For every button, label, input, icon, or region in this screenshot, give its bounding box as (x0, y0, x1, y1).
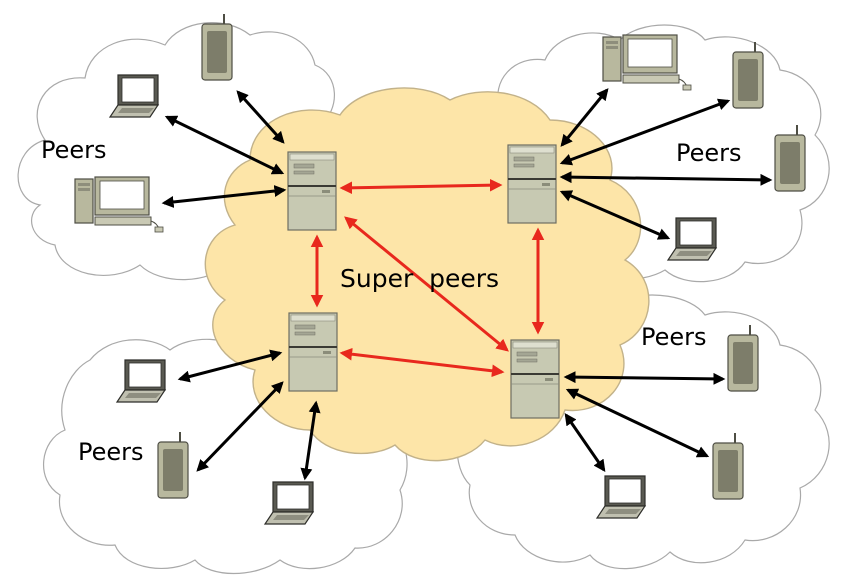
super-link-diagonal (344, 216, 509, 352)
mobile-phone-icon (201, 13, 233, 81)
super-peers-label: Super peers (340, 264, 500, 293)
mobile-phone-icon (157, 431, 189, 499)
super-peer-server-bottom-left (288, 312, 338, 392)
mobile-phone-icon (774, 124, 806, 192)
mobile-phone-icon (727, 324, 759, 392)
super-link-top (339, 178, 503, 195)
peers-label-top-left: Peers (41, 136, 107, 164)
peer-links (161, 88, 773, 481)
peers-label-top-right: Peers (676, 139, 742, 167)
super-peer-server-bottom-right (510, 339, 560, 419)
mobile-phone-icon (712, 432, 744, 500)
super-peer-server-top-left (287, 151, 337, 231)
super-peer-links (310, 178, 545, 378)
peers-label-bottom-left: Peers (78, 438, 144, 466)
super-link-bottom (339, 347, 505, 378)
mobile-phone-icon (732, 41, 764, 109)
peers-label-bottom-right: Peers (641, 323, 707, 351)
super-peer-server-top-right (507, 144, 557, 224)
